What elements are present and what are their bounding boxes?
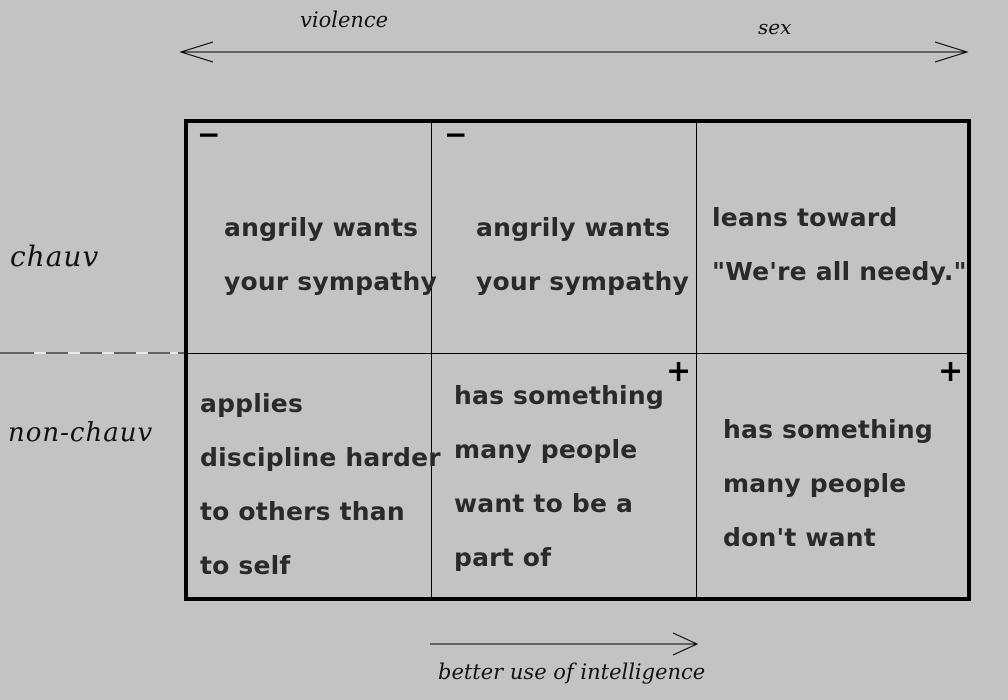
cell-line: has something: [454, 381, 664, 410]
left-arrowhead: [179, 41, 214, 63]
cell-line: your sympathy: [224, 267, 437, 296]
bottom-arrowhead: [672, 632, 699, 656]
minus-mark-r1c2: −: [444, 118, 468, 151]
cell-line: want to be a: [454, 489, 634, 518]
cell-line: don't want: [723, 523, 876, 552]
cell-line: applies: [200, 389, 304, 418]
cell-line: your sympathy: [476, 267, 689, 296]
cell-line: to self: [200, 551, 291, 580]
plus-mark-r2c2: +: [666, 354, 692, 389]
better-use-of-intelligence-label: better use of intelligence: [438, 660, 706, 684]
cell-chauv-sex: leans toward "We're all needy.": [712, 191, 967, 299]
row-divider: [188, 353, 967, 354]
cell-chauv-violence: angrily wants your sympathy: [224, 201, 437, 309]
non-chauv-row-label: non-chauv: [8, 418, 154, 448]
minus-mark-r1c1: −: [197, 118, 221, 151]
chauv-row-label: chauv: [10, 240, 100, 273]
cell-non-chauv-sex: has something many people don't want: [723, 403, 933, 565]
violence-label: violence: [300, 8, 389, 32]
cell-line: angrily wants: [224, 213, 419, 242]
cell-line: to others than: [200, 497, 405, 526]
cell-line: angrily wants: [476, 213, 671, 242]
cell-line: "We're all needy.": [712, 257, 967, 286]
cell-line: has something: [723, 415, 933, 444]
right-arrowhead: [934, 41, 969, 63]
cell-line: many people: [723, 469, 907, 498]
cell-non-chauv-violence: applies discipline harder to others than…: [200, 377, 441, 593]
plus-mark-r2c3: +: [938, 354, 964, 389]
cell-line: many people: [454, 435, 638, 464]
sex-label: sex: [758, 15, 792, 39]
cell-non-chauv-middle: has something many people want to be a p…: [454, 369, 664, 585]
cell-chauv-middle: angrily wants your sympathy: [476, 201, 689, 309]
cell-line: leans toward: [712, 203, 898, 232]
column-divider-2: [696, 123, 697, 597]
quadrant-grid: − angrily wants your sympathy − angrily …: [184, 119, 971, 601]
cell-line: discipline harder: [200, 443, 441, 472]
cell-line: part of: [454, 543, 552, 572]
column-divider-1: [431, 123, 432, 597]
